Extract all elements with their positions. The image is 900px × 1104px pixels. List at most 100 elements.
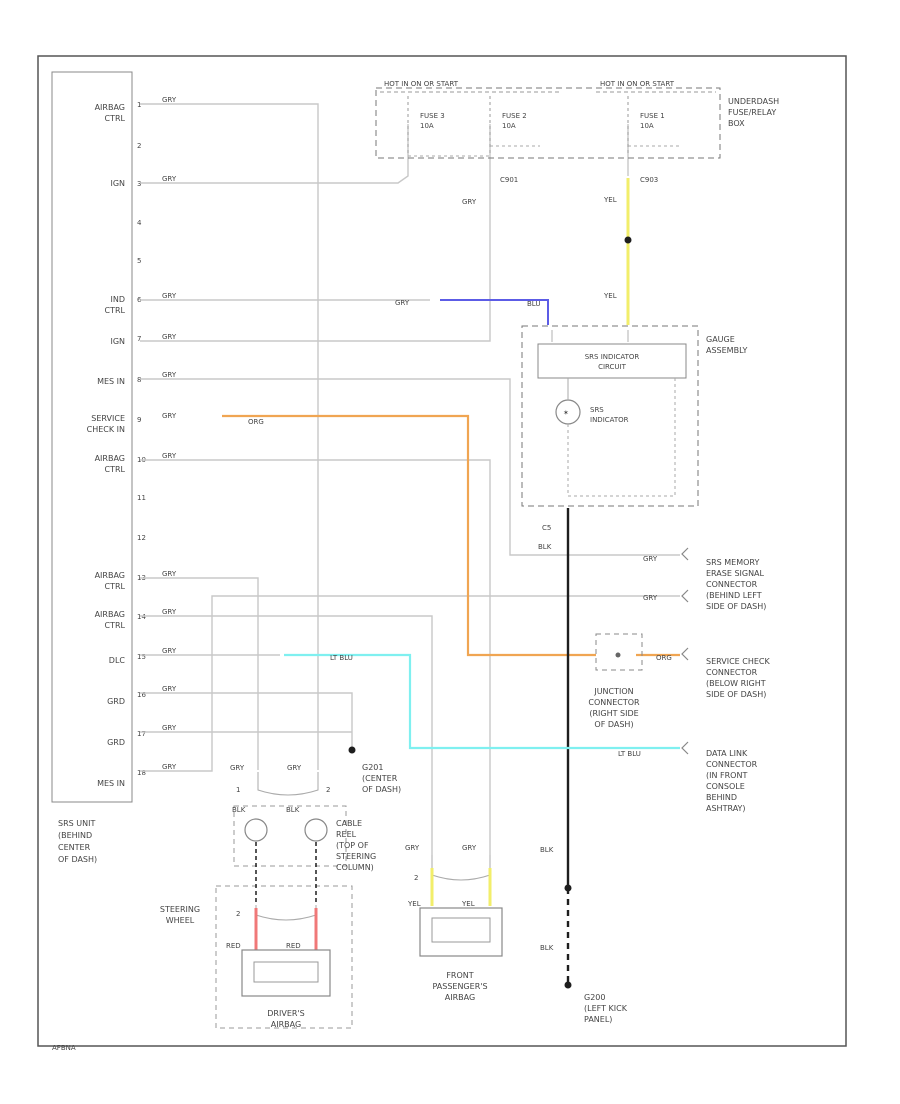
srs-label-mes-in-1: MES IN [97, 377, 125, 386]
svg-text:GRY: GRY [162, 685, 177, 693]
svg-text:(CENTER: (CENTER [362, 774, 398, 783]
svg-text:BLK: BLK [540, 846, 554, 854]
diagram-code: AFBNA [52, 1044, 76, 1052]
svg-text:AIRBAG: AIRBAG [271, 1020, 301, 1029]
svg-text:C5: C5 [542, 524, 551, 532]
blue-wire: BLU [440, 299, 549, 325]
fuse-header-left: HOT IN ON OR START [384, 80, 459, 88]
svg-text:GRY: GRY [395, 299, 410, 307]
svg-text:ORG: ORG [248, 418, 264, 426]
svg-text:GRY: GRY [162, 175, 177, 183]
svg-text:5: 5 [137, 257, 141, 265]
svg-text:YEL: YEL [603, 292, 617, 300]
cable-reel-coil-icon [244, 818, 268, 842]
fuse-box [375, 87, 721, 159]
svg-text:CTRL: CTRL [105, 465, 126, 474]
svg-text:JUNCTION: JUNCTION [593, 687, 633, 696]
svg-text:BEHIND: BEHIND [706, 793, 737, 802]
svg-text:1: 1 [236, 786, 240, 794]
gauge-assembly-title: GAUGE [706, 335, 735, 344]
passenger-airbag-label: FRONT PASSENGER'S AIRBAG [432, 971, 487, 1002]
svg-text:(BEHIND: (BEHIND [58, 831, 92, 840]
steering-wheel-label: STEERING WHEEL [160, 905, 200, 925]
srs-label-dlc: DLC [109, 656, 126, 665]
srs-label-ign-2: IGN [110, 337, 125, 346]
svg-text:11: 11 [137, 494, 146, 502]
srs-label-airbag-ctrl-3: AIRBAG [95, 571, 125, 580]
svg-text:BOX: BOX [728, 119, 745, 128]
srs-label-service-check: SERVICE [91, 414, 125, 423]
svg-text:FUSE 3: FUSE 3 [420, 112, 445, 120]
svg-text:GRY: GRY [643, 594, 658, 602]
svg-text:RED: RED [286, 942, 301, 950]
svg-text:OF DASH): OF DASH) [58, 855, 97, 864]
svg-text:GRY: GRY [162, 412, 177, 420]
svg-text:9: 9 [137, 416, 141, 424]
svg-text:CONNECTOR: CONNECTOR [706, 760, 758, 769]
svg-text:LT BLU: LT BLU [330, 654, 353, 662]
svg-text:CONSOLE: CONSOLE [706, 782, 745, 791]
svg-text:SIDE OF DASH): SIDE OF DASH) [706, 602, 766, 611]
svg-text:ASSEMBLY: ASSEMBLY [706, 346, 747, 355]
svg-text:SIDE OF DASH): SIDE OF DASH) [706, 690, 766, 699]
svg-text:14: 14 [137, 613, 146, 621]
svg-text:BLK: BLK [286, 806, 300, 814]
junction-connector [595, 633, 643, 671]
svg-text:18: 18 [137, 769, 146, 777]
svg-text:CONNECTOR: CONNECTOR [706, 580, 758, 589]
srs-label-airbag-ctrl-1: AIRBAG [95, 103, 125, 112]
yellow-wire: YEL YEL [603, 178, 632, 325]
fuse-1: FUSE 1 10A [627, 96, 665, 156]
lt-blue-wire: LT BLU LT BLU [284, 653, 680, 758]
svg-text:CABLE: CABLE [336, 819, 362, 828]
ground-wire: C5 BLK BLK BLK [538, 508, 572, 989]
drivers-airbag-label: DRIVER'S AIRBAG [267, 1009, 304, 1029]
cable-reel-assembly: 1 2 BLK BLK [232, 772, 347, 867]
srs-unit-box [51, 71, 133, 803]
g200-label: G200 (LEFT KICK PANEL) [584, 993, 628, 1024]
svg-text:YEL: YEL [461, 900, 475, 908]
svg-text:2: 2 [236, 910, 240, 918]
svg-text:FUSE 1: FUSE 1 [640, 112, 665, 120]
svg-text:10A: 10A [502, 122, 516, 130]
svg-text:WHEEL: WHEEL [166, 916, 195, 925]
driver-airbag-assembly: RED RED 2 [215, 842, 353, 1029]
svg-text:FUSE/RELAY: FUSE/RELAY [728, 108, 776, 117]
g201-ground-icon [348, 746, 356, 754]
svg-text:RED: RED [226, 942, 241, 950]
orange-wire: ORG ORG [222, 414, 680, 662]
svg-text:ORG: ORG [656, 654, 672, 662]
svg-text:OF DASH): OF DASH) [594, 720, 633, 729]
svg-text:GRY: GRY [462, 198, 477, 206]
svg-text:YEL: YEL [407, 900, 421, 908]
svg-text:GRY: GRY [162, 452, 177, 460]
svg-text:2: 2 [137, 142, 141, 150]
svg-text:CIRCUIT: CIRCUIT [598, 363, 627, 371]
svg-text:GRY: GRY [643, 555, 658, 563]
svg-text:(IN FRONT: (IN FRONT [706, 771, 747, 780]
connector-c903: C903 [640, 176, 658, 184]
svg-text:8: 8 [137, 376, 141, 384]
connector-c901: C901 [500, 176, 518, 184]
svg-text:BLK: BLK [538, 543, 552, 551]
svg-text:CTRL: CTRL [105, 621, 126, 630]
svg-text:CONNECTOR: CONNECTOR [706, 668, 758, 677]
srs-unit-title-1: SRS UNIT [58, 819, 95, 828]
svg-text:GRY: GRY [162, 570, 177, 578]
svg-text:1: 1 [137, 101, 141, 109]
svg-text:DRIVER'S: DRIVER'S [267, 1009, 304, 1018]
gry-wire-labels: GRY GRY GRY GRY GRY GRY GRY GRY GRY GRY … [162, 96, 658, 852]
svg-text:GRY: GRY [405, 844, 420, 852]
svg-text:(RIGHT SIDE: (RIGHT SIDE [589, 709, 638, 718]
svg-text:2: 2 [326, 786, 330, 794]
gauge-assembly [521, 325, 699, 507]
svg-text:GRY: GRY [162, 333, 177, 341]
svg-text:CTRL: CTRL [105, 306, 126, 315]
svg-text:7: 7 [137, 335, 141, 343]
svg-text:12: 12 [137, 534, 146, 542]
svg-text:SERVICE CHECK: SERVICE CHECK [706, 657, 771, 666]
svg-text:ERASE SIGNAL: ERASE SIGNAL [706, 569, 765, 578]
svg-text:CTRL: CTRL [105, 582, 126, 591]
